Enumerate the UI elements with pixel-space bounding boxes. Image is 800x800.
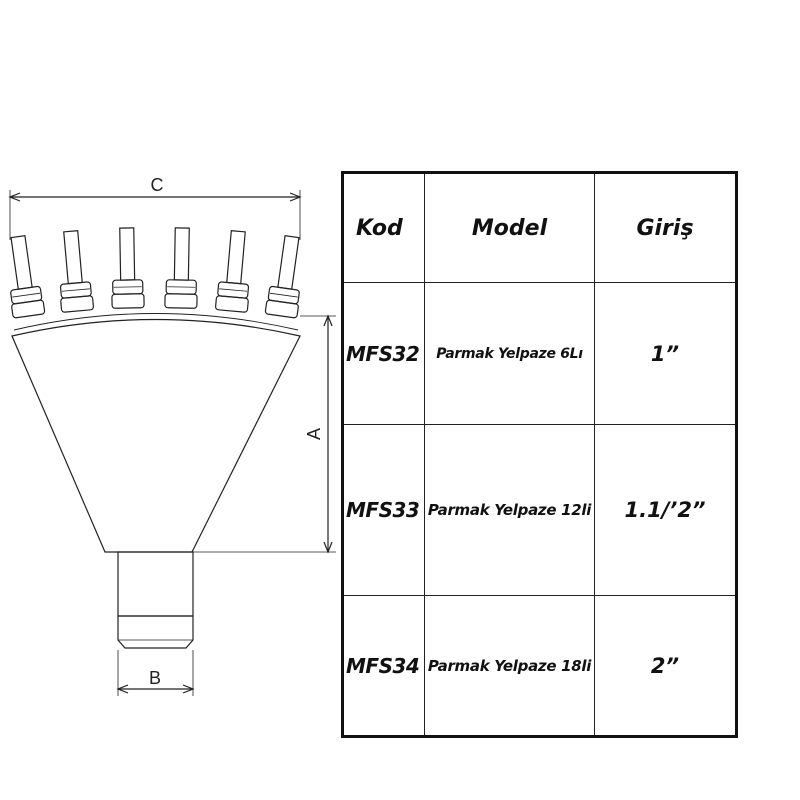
outlet-finger-1: [10, 235, 46, 319]
model-cell: Parmak Yelpaze 12li: [424, 423, 595, 597]
dimension-b: [116, 650, 195, 696]
kod-cell: MFS34: [342, 595, 425, 737]
table-row: MFS33 Parmak Yelpaze 12li 1.1/’2”: [342, 423, 737, 597]
giris-cell: 2”: [594, 595, 737, 737]
funnel-body: [11, 318, 301, 553]
table-header-row: Kod Model Giriş: [342, 171, 737, 284]
model-cell: Parmak Yelpaze 6Lı: [424, 282, 595, 425]
specification-table: Kod Model Giriş MFS32 Parmak Yelpaze 6Lı…: [341, 171, 738, 738]
outlet-finger-3: [111, 227, 145, 309]
model-cell: Parmak Yelpaze 18li: [424, 595, 595, 737]
dimension-b-label: B: [149, 668, 161, 688]
table-row: MFS34 Parmak Yelpaze 18li 2”: [342, 595, 737, 737]
outlet-finger-4: [164, 227, 198, 309]
dimension-c: [8, 190, 302, 240]
giris-cell: 1.1/’2”: [594, 423, 737, 597]
table-row: MFS32 Parmak Yelpaze 6Lı 1”: [342, 282, 737, 425]
inlet-pipe: [117, 551, 194, 649]
header-model: Model: [424, 171, 595, 284]
dimension-a-label: A: [304, 428, 324, 440]
outlet-finger-5: [215, 230, 250, 313]
kod-cell: MFS32: [342, 282, 425, 425]
outlet-finger-6: [264, 235, 300, 319]
header-giris: Giriş: [594, 171, 737, 284]
giris-cell: 1”: [594, 282, 737, 425]
kod-cell: MFS33: [342, 423, 425, 597]
dimension-c-label: C: [151, 175, 164, 195]
technical-drawing: C B A: [8, 175, 336, 696]
outlet-finger-2: [59, 230, 94, 313]
header-kod: Kod: [342, 171, 425, 284]
dimension-a: [192, 314, 336, 554]
